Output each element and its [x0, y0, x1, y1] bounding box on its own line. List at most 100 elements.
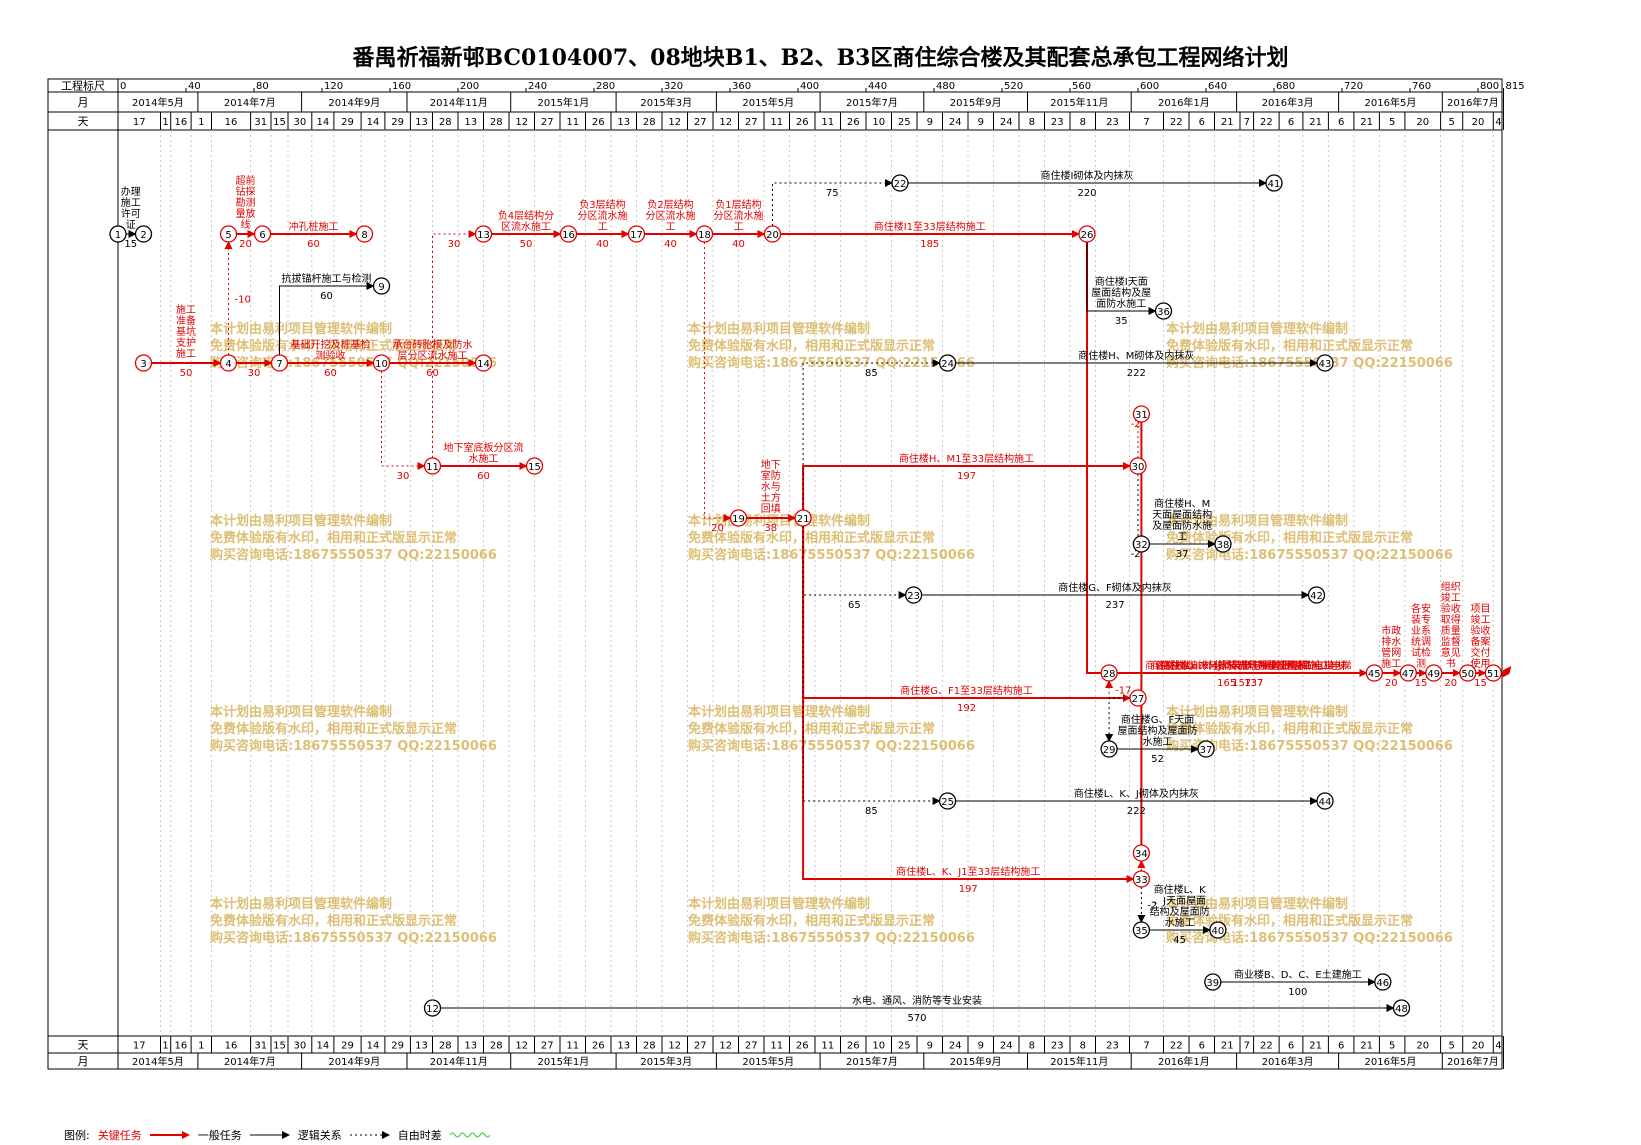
node-label: 17 — [630, 230, 643, 241]
month-label: 2016年7月 — [1447, 1055, 1499, 1068]
day-label: 26 — [592, 1041, 605, 1052]
node-label: 28 — [1103, 669, 1116, 680]
watermark-text: 购买咨询电话:18675550537 QQ:22150066 — [210, 738, 497, 754]
activity-duration: 197 — [959, 884, 978, 895]
day-label: 25 — [898, 117, 911, 128]
day-label: 13 — [617, 117, 630, 128]
ruler-label: 440 — [868, 81, 887, 92]
activity-duration: 50 — [180, 368, 193, 379]
activity-duration: 50 — [520, 239, 533, 250]
day-label: 20 — [1472, 117, 1485, 128]
activity-name: 勘测 — [236, 196, 256, 209]
month-label: 2014年11月 — [430, 96, 488, 109]
activity-duration: 185 — [920, 239, 939, 250]
activity-name: 取得 — [1441, 614, 1461, 626]
node-circle — [1078, 225, 1096, 243]
node-5: 5 — [219, 225, 238, 243]
node-circle — [1132, 405, 1151, 423]
node-12: 12 — [423, 999, 442, 1017]
activity-duration: -10 — [235, 295, 251, 306]
node-circle — [695, 225, 714, 243]
activity-name: 项目 — [1471, 603, 1491, 615]
day-label: 14 — [367, 1041, 380, 1052]
node-label: 25 — [941, 797, 954, 808]
activity-arrow — [802, 526, 941, 805]
ruler-label: 800 — [1480, 81, 1499, 92]
node-circle — [1316, 354, 1334, 372]
node-label: 39 — [1206, 978, 1219, 989]
node-34: 34 — [1132, 844, 1151, 862]
day-label: 9 — [978, 117, 984, 128]
node-50: 50 — [1459, 664, 1477, 682]
activity-4-5: -10 — [224, 241, 251, 355]
node-label: 23 — [907, 591, 920, 602]
node-11: 11 — [423, 457, 442, 475]
activity-duration: 20 — [711, 523, 724, 534]
node-label: 5 — [225, 230, 231, 241]
activity-18-19: 20 — [704, 242, 732, 534]
watermark-text: 购买咨询电话:18675550537 QQ:22150066 — [210, 547, 497, 563]
day-label: 23 — [1051, 1041, 1064, 1052]
activity-21-24: 85 — [802, 359, 941, 510]
node-circle — [219, 225, 238, 243]
node-circle — [1132, 870, 1151, 888]
day-label: 16 — [225, 117, 238, 128]
node-label: 44 — [1319, 797, 1332, 808]
month-label: 2015年1月 — [537, 1055, 589, 1068]
watermark-text: 本计划由易利项目管理软件编制 — [210, 896, 392, 912]
activity-name: 分区流水施 — [578, 209, 628, 222]
end-flag-icon — [1501, 666, 1512, 678]
legend-critical-label: 关键任务 — [97, 1129, 142, 1142]
day-label: 28 — [643, 117, 656, 128]
watermark-text: 购买咨询电话:18675550537 QQ:22150066 — [688, 930, 975, 946]
day-label: 13 — [617, 1041, 630, 1052]
node-label: 26 — [1081, 230, 1094, 241]
day-label: 10 — [872, 1041, 885, 1052]
node-label: 9 — [378, 282, 384, 293]
node-16: 16 — [559, 225, 578, 243]
activity-duration: 237 — [1106, 600, 1125, 611]
ruler-label: 80 — [256, 81, 269, 92]
node-label: 42 — [1310, 591, 1323, 602]
watermark-text: 本计划由易利项目管理软件编制 — [1166, 896, 1348, 912]
day-label: 27 — [745, 1041, 758, 1052]
day-label: 26 — [796, 117, 809, 128]
day-label: 13 — [464, 1041, 477, 1052]
node-label: 45 — [1368, 669, 1381, 680]
page-title: 番禺祈福新邨BC0104007、08地块B1、B2、B3区商住综合楼及其配套总承… — [352, 45, 1289, 71]
node-circle — [1132, 535, 1151, 553]
watermark-text: 免费体验版有水印，相用和正式版显示正常 — [210, 721, 457, 737]
ruler-label: 600 — [1140, 81, 1159, 92]
day-label: 29 — [341, 117, 354, 128]
month-label: 2015年9月 — [950, 96, 1002, 109]
node-30: 30 — [1129, 457, 1147, 475]
month-label: 2016年5月 — [1365, 96, 1417, 109]
activity-20-22: 75 — [772, 179, 893, 226]
node-circle — [938, 354, 957, 372]
day-label: 23 — [1106, 117, 1119, 128]
day-label: 20 — [1416, 117, 1429, 128]
day-label: 6 — [1338, 1041, 1344, 1052]
node-label: 27 — [1132, 694, 1145, 705]
month-label: 2014年5月 — [132, 1055, 184, 1068]
node-circle — [1425, 664, 1443, 682]
day-label: 22 — [1170, 1041, 1183, 1052]
activity-duration: 40 — [596, 239, 609, 250]
node-28: 28 — [1100, 664, 1118, 682]
node-circle — [423, 999, 442, 1017]
legend-float-label: 自由时差 — [397, 1129, 442, 1142]
watermark: 本计划由易利项目管理软件编制免费体验版有水印，相用和正式版显示正常购买咨询电话:… — [210, 321, 1453, 946]
day-label: 27 — [745, 117, 758, 128]
activity-name: 书 — [1446, 658, 1456, 670]
node-label: 11 — [426, 462, 439, 473]
node-circle — [1392, 999, 1411, 1017]
activity-arrow — [381, 371, 426, 470]
node-circle — [1374, 973, 1392, 991]
activity-duration: 40 — [664, 239, 677, 250]
activity-name: 施工 — [176, 347, 196, 360]
ruler-label: 520 — [1004, 81, 1023, 92]
